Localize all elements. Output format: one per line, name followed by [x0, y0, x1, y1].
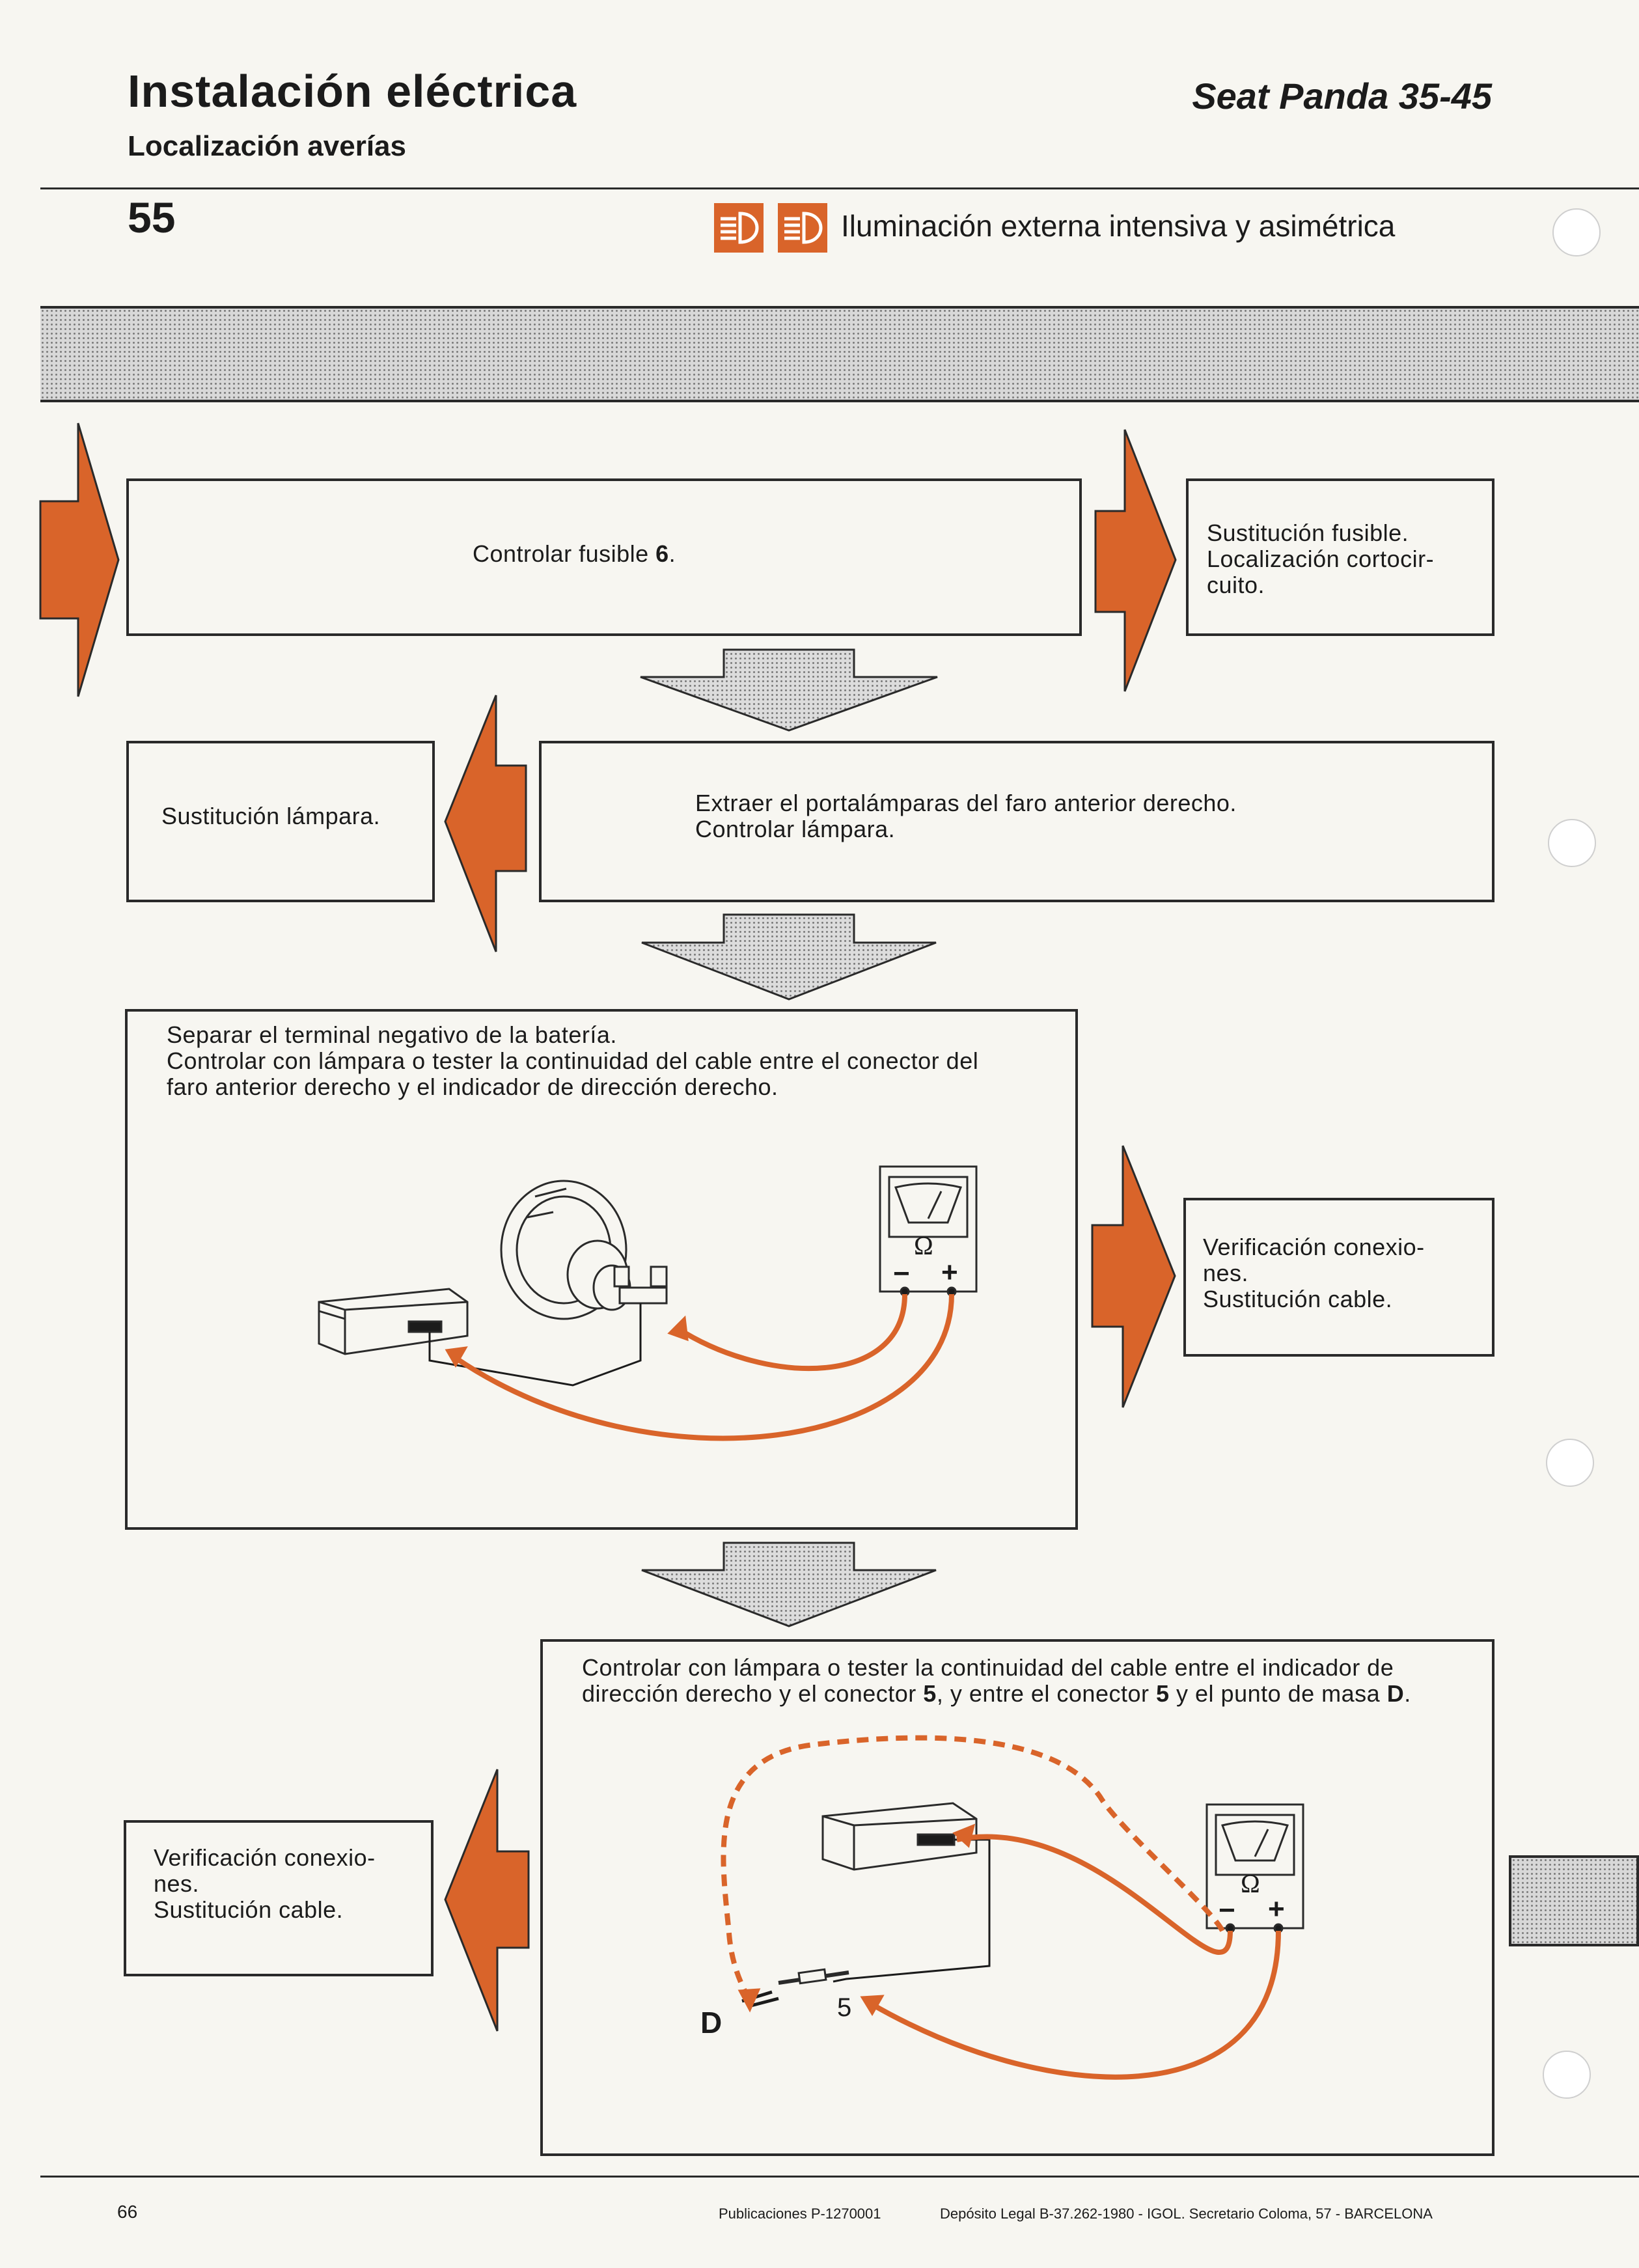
- connector-label: 5: [837, 1993, 852, 2022]
- step4-box: Controlar con lámpara o tester la contin…: [540, 1639, 1494, 2156]
- punch-hole: [1552, 208, 1601, 256]
- step3-text: Separar el terminal negativo de la bater…: [167, 1021, 979, 1100]
- page-number: 66: [117, 2202, 138, 2222]
- step2-box: Extraer el portalámparas del faro anteri…: [539, 741, 1494, 902]
- footer-rule: [40, 2176, 1639, 2178]
- step1-text: Controlar fusible 6.: [473, 540, 676, 567]
- pass-arrow-down: [641, 913, 937, 1001]
- ground-test-diagram: [721, 1735, 1304, 2080]
- step2-fail-box: Sustitución lámpara.: [126, 741, 435, 902]
- punch-hole: [1543, 2051, 1591, 2099]
- step1-box: Controlar fusible 6.: [126, 478, 1082, 636]
- page-tab-marker: [1509, 1855, 1639, 1946]
- ohm-symbol: Ω: [1241, 1869, 1260, 1898]
- publication-code: Publicaciones P-1270001: [719, 2206, 881, 2222]
- section-number: 55: [128, 193, 176, 242]
- high-beam-icon: [714, 203, 764, 253]
- step3-box: Separar el terminal negativo de la bater…: [125, 1009, 1078, 1530]
- headlight-test-diagram: [318, 1165, 978, 1441]
- punch-hole: [1546, 1439, 1594, 1487]
- step3-fail-box: Verificación conexio- nes. Sustitución c…: [1183, 1198, 1494, 1357]
- fail-arrow-right: [1091, 1145, 1176, 1408]
- section-title: Iluminación externa intensiva y asimétri…: [841, 209, 1396, 243]
- step1-fail-box: Sustitución fusible. Localización cortoc…: [1186, 478, 1494, 636]
- legal-deposit: Depósito Legal B-37.262-1980 - IGOL. Sec…: [940, 2206, 1433, 2222]
- step1-fail-text: Sustitución fusible. Localización cortoc…: [1207, 519, 1435, 598]
- pass-arrow-down: [641, 1542, 937, 1627]
- step4-fail-text: Verificación conexio- nes. Sustitución c…: [154, 1844, 376, 1923]
- step2-text: Extraer el portalámparas del faro anteri…: [695, 790, 1237, 842]
- header-rule: [40, 187, 1639, 189]
- minus-terminal: −: [893, 1258, 910, 1290]
- ground-label: D: [700, 2006, 723, 2040]
- high-beam-icon: [778, 203, 827, 253]
- stippled-band: [40, 306, 1639, 402]
- punch-hole: [1548, 819, 1596, 867]
- step2-fail-text: Sustitución lámpara.: [161, 803, 381, 829]
- step3-fail-text: Verificación conexio- nes. Sustitución c…: [1203, 1234, 1425, 1312]
- step4-fail-box: Verificación conexio- nes. Sustitución c…: [124, 1820, 434, 1976]
- plus-terminal: +: [941, 1256, 958, 1288]
- page-title: Instalación eléctrica: [128, 66, 577, 117]
- plus-terminal: +: [1268, 1893, 1285, 1925]
- pass-arrow-down: [640, 648, 938, 732]
- minus-terminal: −: [1219, 1894, 1235, 1926]
- step4-text: Controlar con lámpara o tester la contin…: [582, 1654, 1411, 1707]
- fail-arrow-right: [1094, 429, 1177, 692]
- fail-arrow-left: [444, 695, 527, 952]
- entry-arrow: [39, 422, 120, 697]
- brand-label: Seat Panda 35-45: [1192, 76, 1492, 117]
- ohm-symbol: Ω: [914, 1231, 933, 1260]
- page-subtitle: Localización averías: [128, 130, 406, 162]
- fail-arrow-left: [444, 1769, 530, 2032]
